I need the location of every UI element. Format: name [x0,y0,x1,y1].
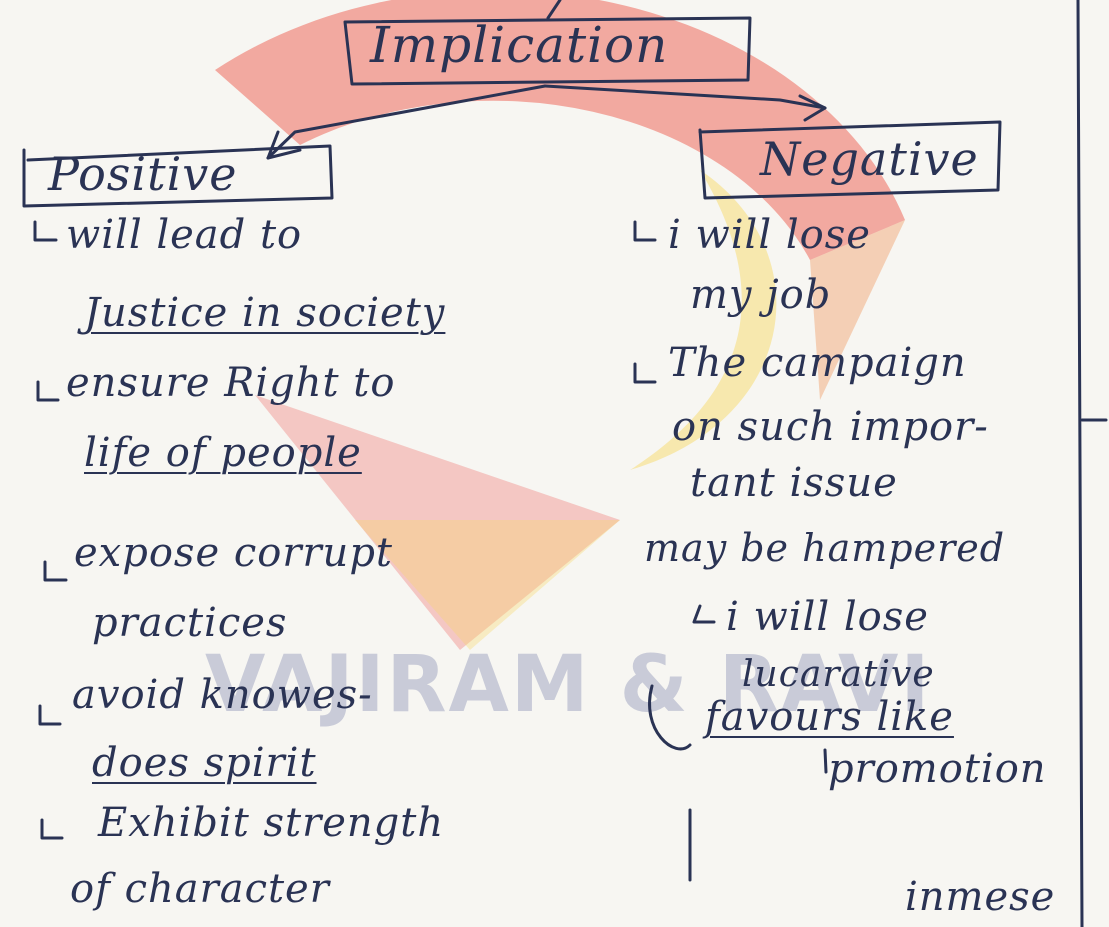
negative-line: i will lose [726,594,929,640]
negative-line: my job [690,272,832,318]
positive-heading: Positive [48,147,238,201]
negative-heading: Negative [760,132,979,186]
negative-line: The campaign [668,340,967,386]
positive-line: Justice in society [84,290,446,336]
negative-line: inmese [905,874,1056,920]
negative-line: favours like [705,694,954,740]
positive-line: does spirit [92,740,317,786]
negative-line: tant issue [690,460,898,506]
negative-line: i will lose [668,212,871,258]
positive-line: life of people [84,430,362,476]
positive-line: expose corrupt [74,530,393,576]
watermark-text: VAJIRAM & RAVI [205,640,932,730]
positive-line: practices [92,600,288,646]
negative-line: may be hampered [644,526,1006,570]
positive-line: of character [70,866,330,912]
negative-line: promotion [828,746,1047,792]
implication-title: Implication [370,16,669,74]
positive-line: avoid knowes- [72,672,373,718]
negative-line: lucarative [742,654,935,695]
negative-line: on such impor- [672,404,989,450]
positive-line: ensure Right to [66,360,396,406]
positive-line: will lead to [66,212,303,258]
positive-line: Exhibit strength [98,800,445,846]
